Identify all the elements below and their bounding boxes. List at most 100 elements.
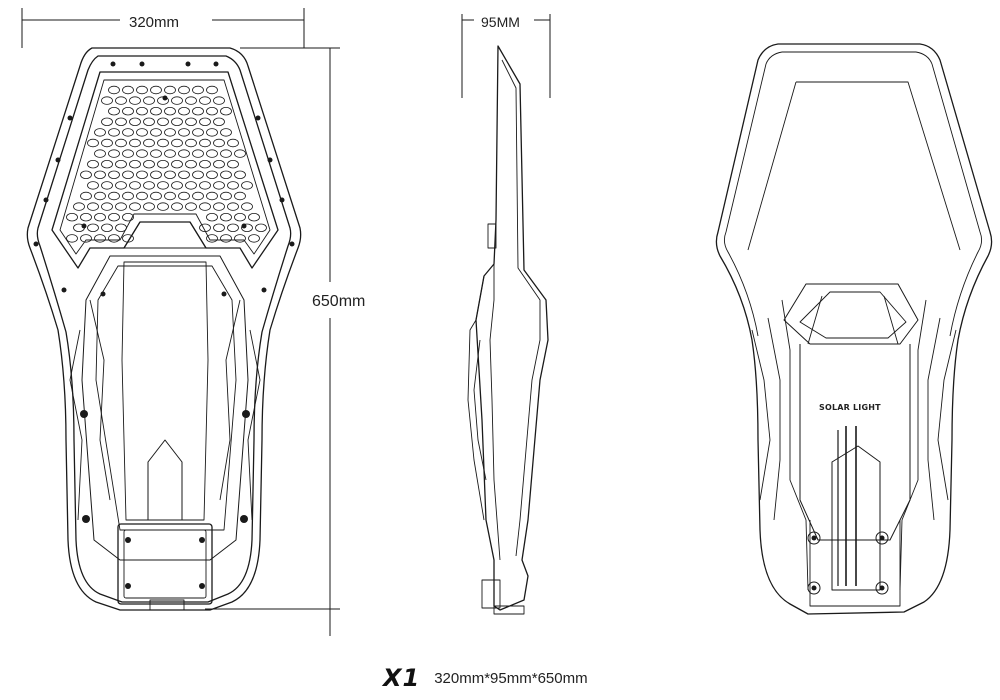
led-cell [94,191,106,201]
led-cell [220,170,232,179]
led-cell [94,170,106,179]
led-cell [115,138,127,148]
led-cell [101,223,113,232]
led-cell [143,117,155,126]
led-cell [87,138,99,148]
led-cell [255,223,267,232]
led-cell [178,170,190,179]
led-cell [185,117,197,126]
led-cell [199,223,211,232]
led-cell [178,85,190,95]
led-cell [199,181,211,190]
led-cell [192,128,204,137]
led-cell [185,96,197,105]
led-cell [94,234,106,243]
led-cell [185,181,197,190]
led-cell [213,159,225,169]
led-cell [171,117,183,126]
led-cell [108,128,120,137]
led-cell [227,159,239,169]
led-cell [122,149,134,158]
led-cell [66,212,78,222]
led-cell [108,234,120,243]
led-cell [192,106,204,116]
led-cell [213,96,225,105]
led-cell [220,212,232,222]
led-cell [248,212,260,222]
led-cell [101,181,113,190]
side-profile [475,45,549,611]
led-cell [66,234,78,243]
led-cell [101,202,113,211]
led-cell [164,85,176,95]
led-cell [248,234,260,243]
led-cell [234,149,246,158]
height-dimension-label: 650mm [312,291,366,313]
height-dimension-line [205,47,340,636]
led-cell [143,159,155,169]
led-cell [171,138,183,148]
led-cell [129,159,141,169]
led-cell [206,191,218,201]
led-cell-grid [66,85,267,243]
front-outer-housing [26,47,302,611]
led-cell [199,96,211,105]
led-cell [213,181,225,190]
led-cell [150,85,162,95]
led-cell [185,138,197,148]
led-cell [192,149,204,158]
width-dimension-label: 320mm [125,14,184,31]
back-panel-print: SOLAR LIGHT [819,403,881,412]
led-cell [213,202,225,211]
led-cell [87,181,99,190]
led-cell [192,85,204,95]
led-cell [220,106,232,116]
led-cell [220,128,232,137]
width-dimension-line [21,8,305,48]
led-cell [115,223,127,232]
led-cell [157,138,169,148]
led-cell [178,191,190,201]
led-cell [129,96,141,105]
led-cell [136,128,148,137]
led-cell [241,223,253,232]
led-cell [164,191,176,201]
led-cell [164,128,176,137]
led-cell [94,212,106,222]
led-cell [108,106,120,116]
led-cell [220,234,232,243]
led-cell [115,181,127,190]
led-cell [150,106,162,116]
caption: X1 320mm*95mm*650mm [383,664,588,692]
depth-dimension-line [461,14,551,98]
led-cell [206,234,218,243]
led-cell [234,212,246,222]
led-cell [227,202,239,211]
led-cell [115,159,127,169]
led-cell [157,202,169,211]
led-cell [227,223,239,232]
led-cell [213,138,225,148]
led-cell [136,106,148,116]
led-cell [150,170,162,179]
led-cell [185,202,197,211]
led-cell [143,138,155,148]
led-cell [80,234,92,243]
led-cell [164,149,176,158]
led-cell [73,202,85,211]
led-cell [171,202,183,211]
led-cell [178,106,190,116]
back-outer-housing [715,43,993,615]
led-cell [206,212,218,222]
led-cell [108,191,120,201]
led-cell [101,159,113,169]
led-cell [227,181,239,190]
back-battery-cover [783,283,919,345]
led-cell [80,170,92,179]
caption-dimensions: 320mm*95mm*650mm [434,669,588,687]
led-cell [171,181,183,190]
led-cell [213,223,225,232]
led-cell [199,202,211,211]
led-cell [122,170,134,179]
led-cell [241,181,253,190]
